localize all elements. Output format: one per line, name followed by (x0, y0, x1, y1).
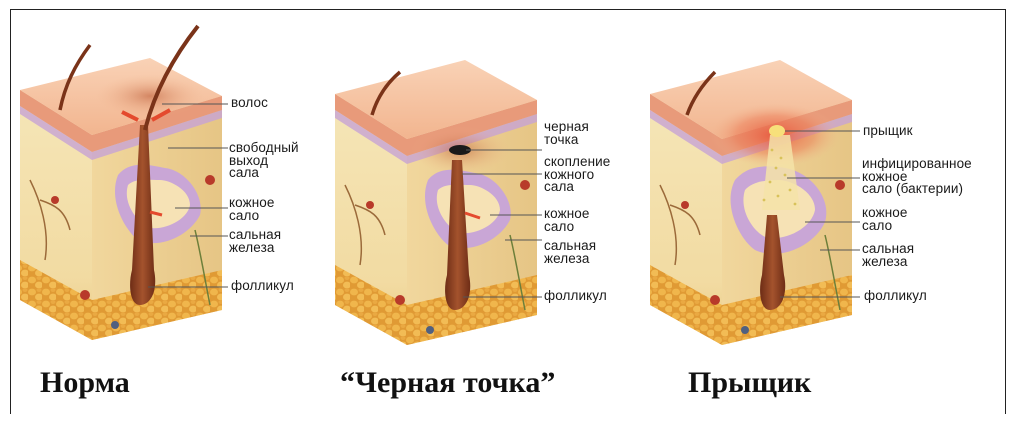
label-gland-3: сальная железа (862, 243, 914, 268)
label-sebum-2: кожное сало (544, 208, 590, 233)
blood-cell (205, 175, 215, 185)
panel-blackhead (335, 60, 537, 345)
label-gland-2: сальная железа (544, 240, 596, 265)
label-sebum: кожное сало (229, 197, 275, 222)
label-sebum-3: кожное сало (862, 207, 908, 232)
panel-normal (20, 26, 222, 340)
caption-pimple: Прыщик (688, 366, 811, 400)
nerve-cell (741, 326, 749, 334)
blood-cell (51, 196, 59, 204)
label-hair: волос (231, 97, 268, 110)
blood-cell (710, 295, 720, 305)
blood-cell (80, 290, 90, 300)
blood-cell (835, 180, 845, 190)
panel-pimple (650, 60, 852, 345)
label-follicle-2: фолликул (544, 290, 607, 303)
label-infected: инфицированное кожное сало (бактерии) (862, 158, 972, 196)
label-free-exit: свободный выход сала (229, 142, 299, 180)
caption-normal: Норма (40, 366, 130, 400)
label-blackhead: черная точка (544, 121, 589, 146)
nerve-cell (111, 321, 119, 329)
label-follicle-3: фолликул (864, 290, 927, 303)
label-pimple: прыщик (863, 125, 913, 138)
blood-cell (681, 201, 689, 209)
pimple-head (769, 125, 785, 137)
label-follicle: фолликул (231, 280, 294, 293)
nerve-cell (426, 326, 434, 334)
blood-cell (520, 180, 530, 190)
label-gland: сальная железа (229, 229, 281, 254)
blood-cell (395, 295, 405, 305)
label-accumulation: скопление кожного сала (544, 156, 610, 194)
caption-blackhead: “Черная точка” (340, 366, 555, 400)
blood-cell (366, 201, 374, 209)
